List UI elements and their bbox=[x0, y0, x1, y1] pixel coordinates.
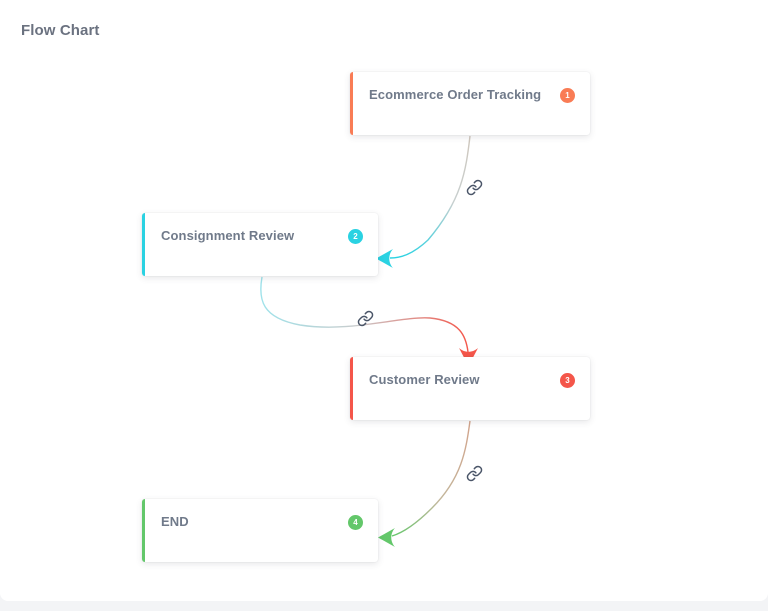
page-title: Flow Chart bbox=[21, 22, 100, 39]
node-badge: 3 bbox=[560, 373, 575, 388]
flow-node-end[interactable]: END 4 bbox=[142, 499, 378, 562]
node-badge: 1 bbox=[560, 88, 575, 103]
node-label: Customer Review bbox=[369, 372, 480, 387]
link-icon[interactable] bbox=[357, 310, 374, 327]
flow-node-consignment-review[interactable]: Consignment Review 2 bbox=[142, 213, 378, 276]
node-badge: 4 bbox=[348, 515, 363, 530]
edge-1 bbox=[376, 135, 471, 268]
node-badge: 2 bbox=[348, 229, 363, 244]
link-icon[interactable] bbox=[466, 179, 483, 196]
node-accent-bar bbox=[142, 213, 145, 276]
node-accent-bar bbox=[142, 499, 145, 562]
node-label: Ecommerce Order Tracking bbox=[369, 87, 542, 102]
node-accent-bar bbox=[350, 72, 353, 135]
flow-node-ecommerce-order-tracking[interactable]: Ecommerce Order Tracking 1 bbox=[350, 72, 590, 135]
link-icon[interactable] bbox=[466, 465, 483, 482]
flow-node-customer-review[interactable]: Customer Review 3 bbox=[350, 357, 590, 420]
node-label: Consignment Review bbox=[161, 228, 295, 243]
node-accent-bar bbox=[350, 357, 353, 420]
node-label: END bbox=[161, 514, 189, 529]
edge-3 bbox=[378, 420, 471, 547]
